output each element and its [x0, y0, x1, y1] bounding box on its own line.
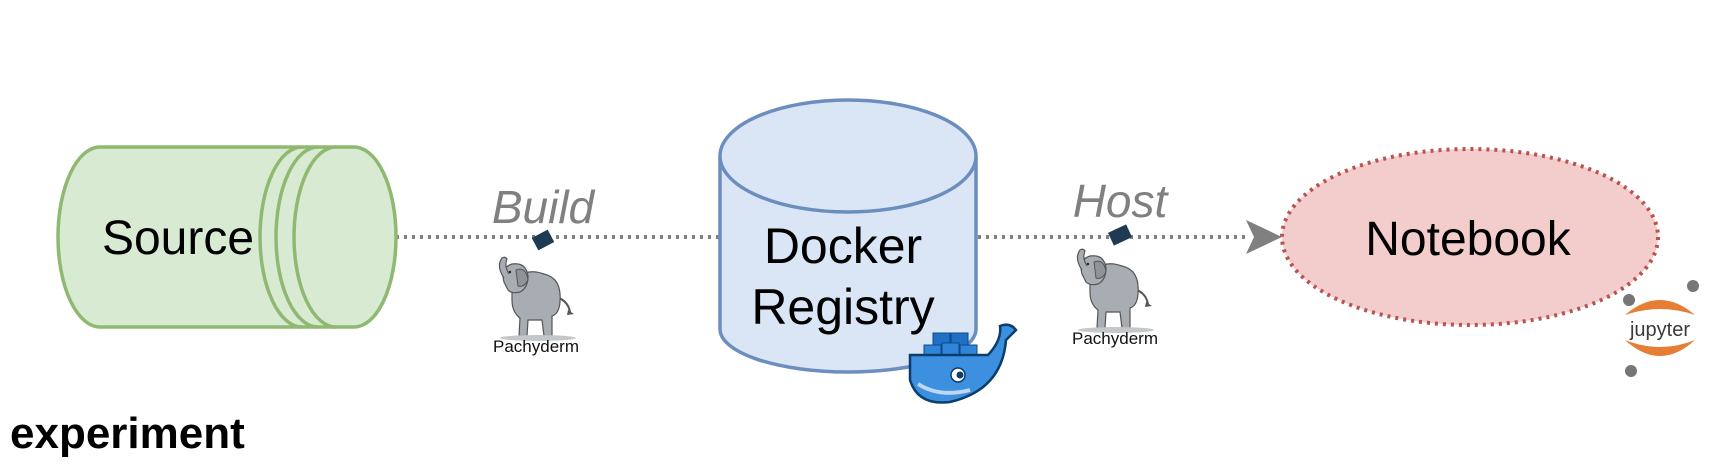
source-node: Source — [56, 145, 398, 329]
docker-whale-icon — [908, 323, 1018, 404]
source-label: Source — [102, 212, 254, 265]
build-edge-label: Build — [492, 181, 596, 233]
notebook-node: Notebook — [1280, 147, 1660, 327]
notebook-label: Notebook — [1365, 213, 1571, 266]
build-edge-marker — [531, 229, 555, 251]
pachyderm-build-logo: Pachyderm — [493, 256, 579, 356]
pachyderm-host-label: Pachyderm — [1072, 329, 1158, 348]
jupyter-wordmark: jupyter — [1629, 319, 1690, 341]
registry-label-line2: Registry — [751, 279, 934, 335]
host-edge-marker — [1107, 224, 1133, 246]
host-edge-arrowhead — [1246, 220, 1282, 254]
diagram-caption: experiment — [10, 409, 245, 458]
jupyter-icon: jupyter — [1623, 280, 1699, 377]
elephant-icon — [498, 256, 577, 342]
pachyderm-host-logo: Pachyderm — [1072, 248, 1158, 348]
registry-label-line1: Docker — [764, 218, 922, 274]
registry-node: Docker Registry — [718, 98, 978, 374]
pachyderm-build-label: Pachyderm — [493, 337, 579, 356]
host-edge-label: Host — [1073, 175, 1170, 227]
elephant-icon — [1076, 248, 1155, 334]
